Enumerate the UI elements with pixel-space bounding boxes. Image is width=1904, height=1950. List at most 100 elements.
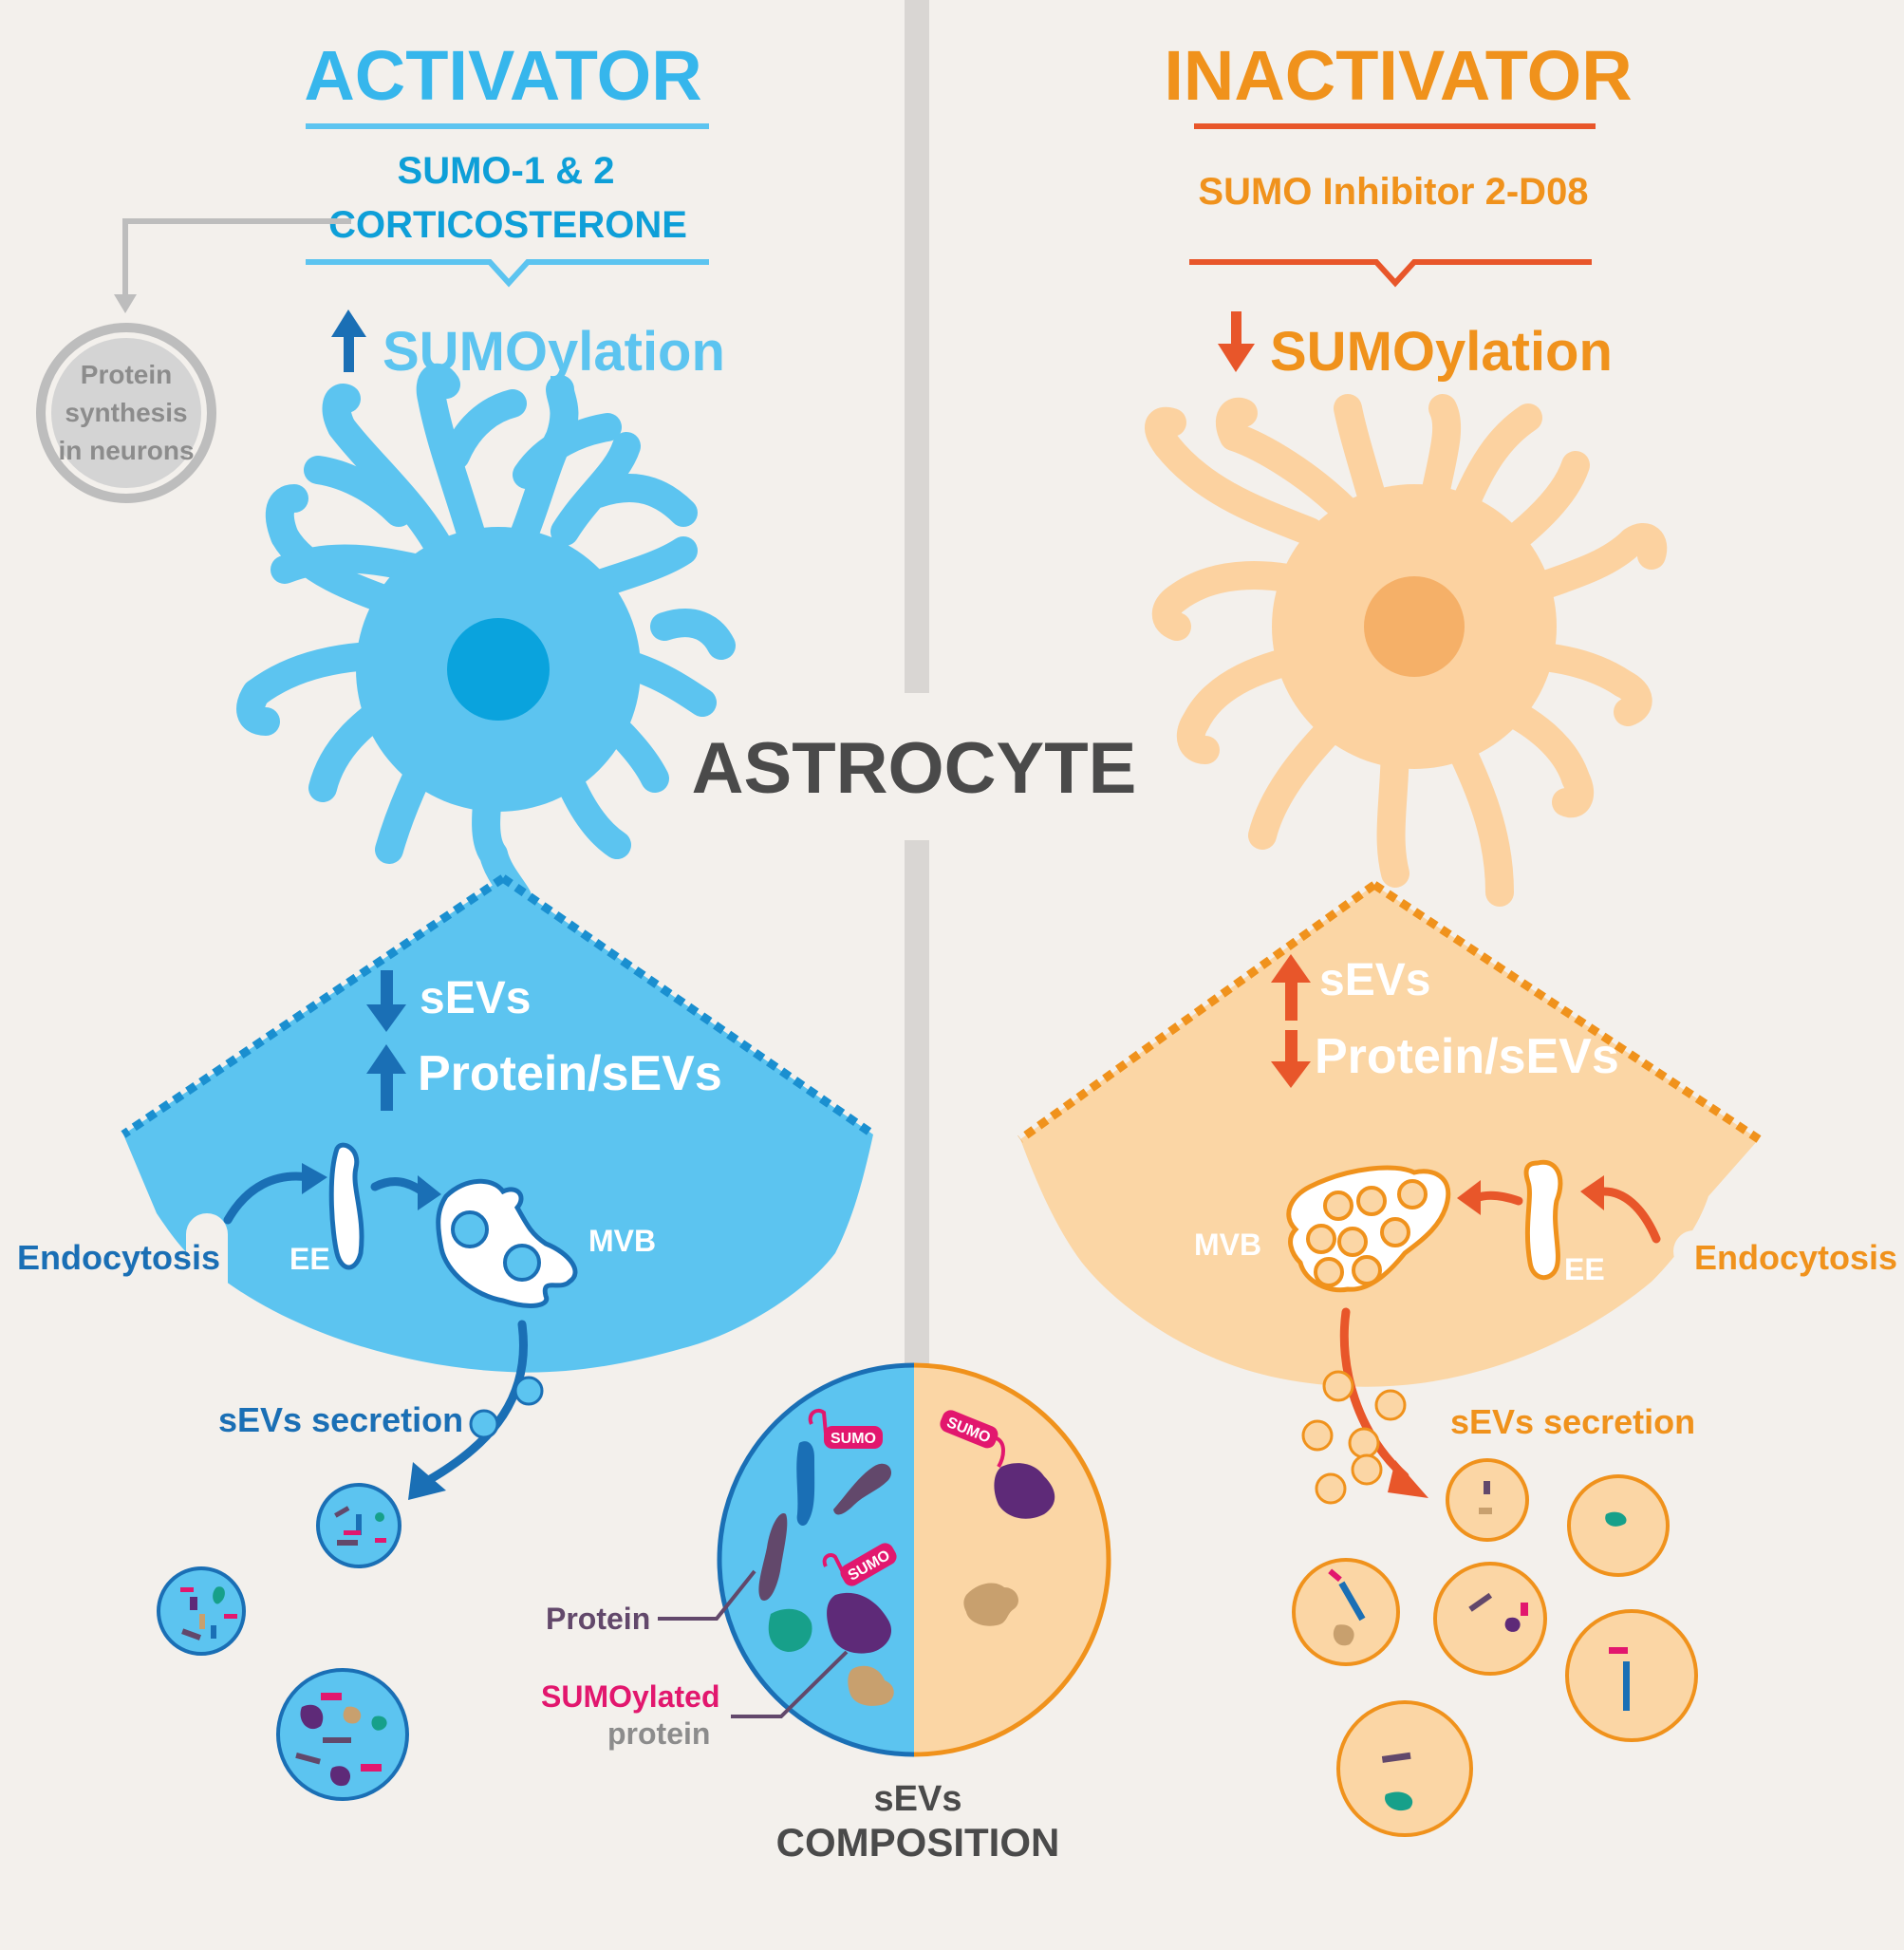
activator-sevs-label: sEVs — [420, 973, 531, 1023]
sumo-tether-1 — [808, 1408, 828, 1434]
inactivator-secreted-vesicle-3 — [1301, 1419, 1334, 1452]
inactivator-secreted-vesicle-5 — [1351, 1453, 1383, 1486]
inactivator-sevs-up-arrow-icon — [1271, 954, 1311, 1021]
inactivator-mvb-vesicle-8 — [1352, 1255, 1382, 1285]
activator-protein-sevs-label: Protein/sEVs — [418, 1046, 722, 1101]
composition-title-line1: sEVs — [874, 1779, 962, 1819]
inactivator-title: INACTIVATOR — [1164, 36, 1632, 115]
inactivator-fan-edge-left — [1017, 881, 1377, 1143]
activator-protein-up-arrow-icon — [366, 1044, 406, 1111]
inactivator-fan-labels: sEVs Protein/sEVs — [1271, 954, 1619, 1088]
inactivator-top-rule — [1194, 123, 1596, 129]
inactivator-sev-4 — [1433, 1562, 1547, 1676]
legend-sumoylated-label: SUMOylated — [541, 1679, 719, 1714]
inactivator-protein-sevs-label: Protein/sEVs — [1315, 1029, 1619, 1084]
activator-title: ACTIVATOR — [304, 36, 701, 115]
legend-protein-line — [658, 1569, 756, 1621]
composition-teal-protein — [768, 1608, 812, 1652]
activator-mvb-label: MVB — [588, 1224, 656, 1258]
activator-bottom-rule — [306, 259, 709, 288]
composition-left-half — [719, 1365, 914, 1754]
sumo-tether-2 — [822, 1553, 847, 1577]
activator-secretion-label: sEVs secretion — [218, 1400, 463, 1439]
activator-sev-3 — [276, 1668, 409, 1801]
inactivator-secretion-label: sEVs secretion — [1450, 1402, 1695, 1441]
inactivator-mvb-vesicle-4 — [1306, 1224, 1336, 1254]
center-divider-bottom — [905, 840, 929, 1372]
legend-sumoylated-line — [731, 1650, 849, 1718]
inactivator-mvb-label: MVB — [1194, 1228, 1261, 1262]
sumo-tag-3 — [940, 1410, 999, 1449]
inactivator-bottom-rule — [1189, 259, 1592, 288]
protein-synthesis-line3: in neurons — [58, 436, 194, 465]
composition-title-line2: COMPOSITION — [776, 1820, 1060, 1865]
inactivator-secretion-arrow — [1339, 1307, 1409, 1481]
inactivator-secreted-vesicle-4 — [1348, 1427, 1380, 1459]
activator-pit-mask — [186, 1234, 228, 1291]
legend-protein2-label: protein — [607, 1716, 710, 1751]
inactivator-secreted-vesicle-1 — [1322, 1370, 1354, 1402]
inactivator-mvb-vesicle-1 — [1323, 1191, 1353, 1221]
activator-agent-line1: SUMO-1 & 2 — [398, 150, 615, 192]
protein-synthesis-line2: synthesis — [65, 398, 187, 427]
activator-mvb-vesicle-2 — [503, 1244, 541, 1282]
inactivator-agent: SUMO Inhibitor 2-D08 — [1198, 171, 1588, 213]
protein-synthesis-callout: Protein synthesis in neurons — [36, 218, 351, 503]
inactivator-mvb-vesicle-2 — [1356, 1186, 1387, 1216]
inactivator-endocytosis-arrow — [1599, 1187, 1661, 1244]
sumo-tag-1 — [824, 1426, 883, 1449]
activator-fan-edge-left — [121, 874, 506, 1138]
activator-endocytosis-arrowhead-icon — [302, 1163, 327, 1194]
center-divider-top — [905, 0, 929, 693]
composition-left-rim — [717, 1362, 915, 1757]
composition-sumoylated-protein — [827, 1592, 892, 1654]
activator-sev-1 — [316, 1483, 401, 1568]
activator-sev-2 — [157, 1566, 246, 1656]
activator-nucleus — [447, 618, 550, 721]
activator-endocytosis-arrow — [223, 1172, 313, 1225]
inactivator-sev-3 — [1292, 1558, 1400, 1666]
inactivator-ee-label: EE — [1564, 1252, 1605, 1286]
activator-header: ACTIVATOR SUMO-1 & 2 CORTICOSTERONE SUMO… — [304, 36, 725, 383]
inactivator-endocytosis-label: Endocytosis — [1694, 1238, 1897, 1277]
legend-protein-label: Protein — [546, 1602, 650, 1636]
activator-fan-edge-right — [500, 874, 876, 1138]
inactivator-effect: SUMOylation — [1270, 321, 1613, 383]
activator-ee-label: EE — [289, 1242, 330, 1276]
composition-tan-protein — [848, 1665, 894, 1706]
composition-right-tan-protein — [963, 1583, 1018, 1626]
composition-right-half — [914, 1365, 1109, 1754]
inactivator-ee-to-mvb-arrowhead-icon — [1457, 1180, 1481, 1215]
inactivator-mvb-vesicle-7 — [1314, 1257, 1344, 1287]
activator-endocytosis-label: Endocytosis — [17, 1238, 220, 1277]
activator-sevs-down-arrow-icon — [366, 970, 406, 1032]
protein-synthesis-circle — [51, 338, 201, 488]
inactivator-secreted-vesicle-6 — [1315, 1472, 1347, 1505]
sumo-tag-1-label: SUMO — [831, 1431, 876, 1447]
activator-secreted-vesicle-1 — [513, 1376, 544, 1406]
composition-protein-2 — [758, 1513, 788, 1601]
inactivator-down-arrow-icon — [1218, 311, 1255, 372]
sevs-composition-circle: SUMO SUMO SUMO — [717, 1362, 1111, 1757]
inactivator-sev-6 — [1336, 1700, 1473, 1837]
inactivator-fan-edge-right — [1372, 881, 1762, 1143]
composition-protein-1 — [833, 1463, 892, 1515]
sumo-tag-2 — [840, 1543, 897, 1586]
inactivator-header: INACTIVATOR SUMO Inhibitor 2-D08 SUMOyla… — [1164, 36, 1632, 383]
activator-secreted-vesicle-2 — [469, 1409, 499, 1439]
composition-sumoylated-rod — [796, 1441, 815, 1526]
activator-ee-to-mvb-arrowhead-icon — [418, 1175, 441, 1210]
composition-right-rim — [913, 1362, 1111, 1757]
inactivator-sev-2 — [1567, 1474, 1670, 1577]
inactivator-nucleus — [1364, 576, 1465, 677]
activator-top-rule — [306, 123, 709, 129]
inactivator-early-endosome — [1523, 1159, 1563, 1281]
composition-right-sumoylated-protein — [994, 1463, 1055, 1519]
inactivator-sev-1 — [1446, 1458, 1529, 1542]
inactivator-sevs-label: sEVs — [1319, 955, 1430, 1005]
inactivator-secretion-arrowhead-icon — [1388, 1460, 1428, 1498]
callout-connector — [122, 218, 351, 294]
callout-arrow-icon — [114, 294, 137, 313]
